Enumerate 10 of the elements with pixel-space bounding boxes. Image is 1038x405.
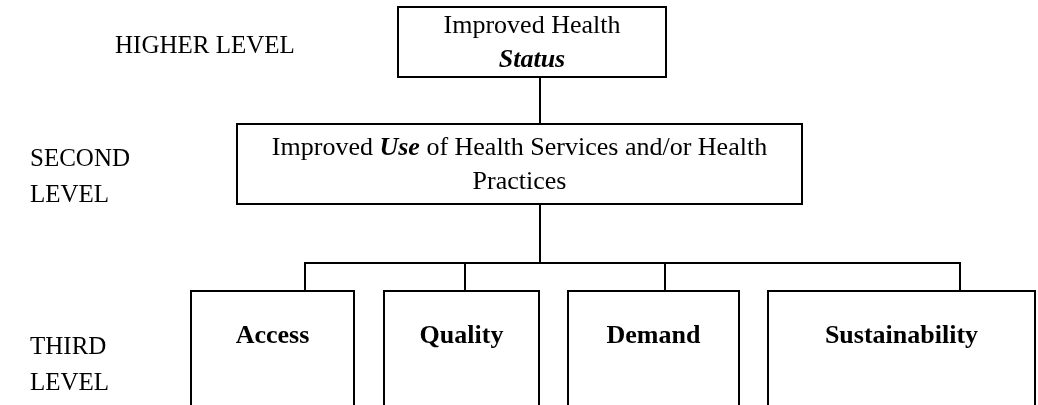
level-label: HIGHER LEVEL [115, 30, 295, 60]
level-label: THIRD LEVEL [30, 331, 111, 398]
connector-line [539, 77, 541, 124]
process-box: Improved Health Status [397, 6, 667, 78]
process-box: Access [190, 290, 355, 405]
process-box: Demand [567, 290, 740, 405]
process-box: Improved Use of Health Services and/or Health Practices [236, 123, 803, 205]
process-box: Quality [383, 290, 540, 405]
level-label: SECOND LEVEL [30, 143, 131, 210]
process-box: Sustainability [767, 290, 1036, 405]
